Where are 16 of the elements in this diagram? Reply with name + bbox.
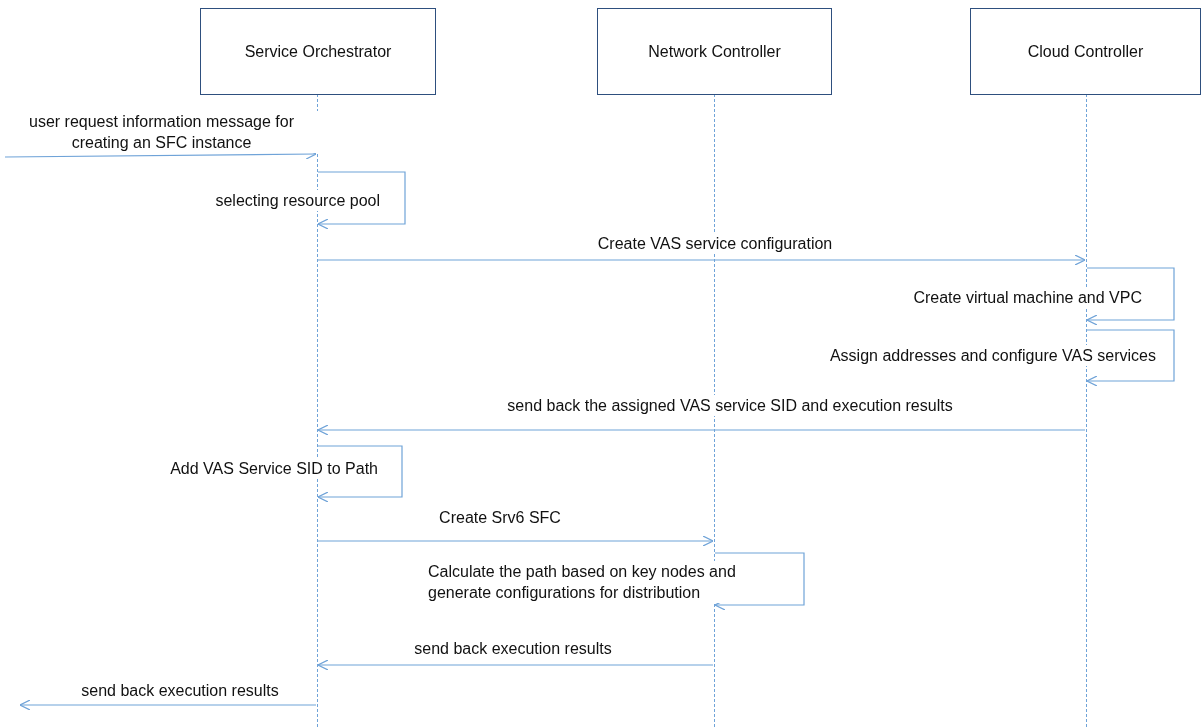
participant-box <box>970 8 1201 95</box>
participant-name: Cloud Controller <box>1027 42 1144 61</box>
self-message-arrow <box>714 552 805 611</box>
self-message-arrow <box>1086 329 1175 387</box>
self-message-arrow <box>1086 267 1175 326</box>
participant-name: Network Controller <box>648 42 781 61</box>
message-arrow <box>317 254 1086 266</box>
participant-name: Service Orchestrator <box>244 42 392 61</box>
participant-box <box>597 8 832 95</box>
self-message-arrow <box>317 171 406 230</box>
message-arrow <box>317 424 1086 436</box>
message-arrow <box>19 699 317 711</box>
message-arrow <box>317 659 714 671</box>
self-message-arrow <box>317 445 403 503</box>
message-arrow <box>317 535 714 547</box>
participant-box <box>200 8 436 95</box>
